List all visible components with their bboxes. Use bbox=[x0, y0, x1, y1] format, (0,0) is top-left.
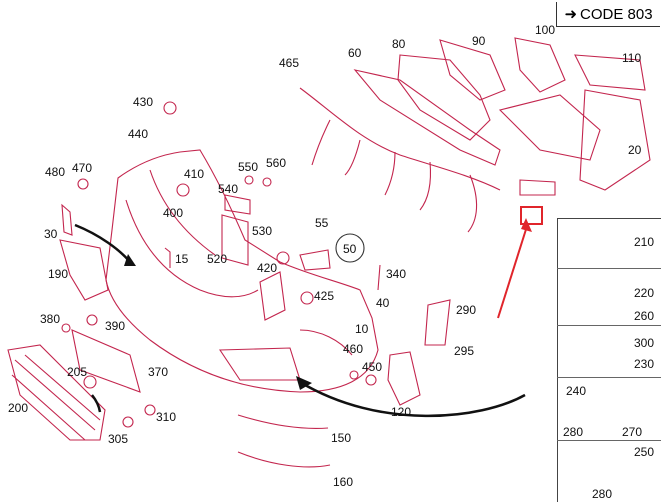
code-label-box: ➜ CODE 803 bbox=[556, 2, 660, 27]
part-label-150[interactable]: 150 bbox=[331, 431, 352, 445]
panel-divider bbox=[557, 268, 661, 269]
part-label-270[interactable]: 270 bbox=[622, 425, 643, 439]
part-label-15[interactable]: 15 bbox=[175, 252, 189, 266]
part-label-120[interactable]: 120 bbox=[391, 405, 412, 419]
pointer-line-30 bbox=[74, 223, 131, 263]
part-label-55[interactable]: 55 bbox=[315, 216, 329, 230]
part-label-290[interactable]: 290 bbox=[456, 303, 477, 317]
part-label-460[interactable]: 460 bbox=[343, 342, 364, 356]
part-label-480[interactable]: 480 bbox=[45, 165, 66, 179]
part-label-520[interactable]: 520 bbox=[207, 252, 228, 266]
part-label-80[interactable]: 80 bbox=[392, 37, 406, 51]
part-label-420[interactable]: 420 bbox=[257, 261, 278, 275]
part-label-440[interactable]: 440 bbox=[128, 127, 149, 141]
part-label-220[interactable]: 220 bbox=[634, 286, 655, 300]
part-label-90[interactable]: 90 bbox=[472, 34, 486, 48]
part-label-60[interactable]: 60 bbox=[348, 46, 362, 60]
part-label-390[interactable]: 390 bbox=[105, 319, 126, 333]
part-label-425[interactable]: 425 bbox=[314, 289, 335, 303]
pointer-line-arrow-120 bbox=[299, 380, 526, 418]
part-label-190[interactable]: 190 bbox=[48, 267, 69, 281]
part-label-300[interactable]: 300 bbox=[634, 336, 655, 350]
part-label-50[interactable]: 50 bbox=[343, 242, 357, 256]
part-label-200[interactable]: 200 bbox=[8, 401, 29, 415]
part-label-465[interactable]: 465 bbox=[279, 56, 300, 70]
part-label-250[interactable]: 250 bbox=[634, 445, 655, 459]
part-label-230[interactable]: 230 bbox=[634, 357, 655, 371]
part-label-280b[interactable]: 280 bbox=[592, 487, 613, 501]
impact-absorber bbox=[353, 69, 501, 166]
part-label-280a[interactable]: 280 bbox=[563, 425, 584, 439]
part-label-240[interactable]: 240 bbox=[566, 384, 587, 398]
part-label-530[interactable]: 530 bbox=[252, 224, 273, 238]
trim-strip-150 bbox=[237, 414, 329, 429]
part-label-470[interactable]: 470 bbox=[72, 161, 93, 175]
part-label-410[interactable]: 410 bbox=[184, 167, 205, 181]
part-label-370[interactable]: 370 bbox=[148, 365, 169, 379]
part-label-30[interactable]: 30 bbox=[44, 227, 58, 241]
part-label-40[interactable]: 40 bbox=[376, 296, 390, 310]
part-label-310[interactable]: 310 bbox=[156, 410, 177, 424]
highlight-box bbox=[520, 206, 543, 225]
part-label-100[interactable]: 100 bbox=[535, 23, 556, 37]
part-label-210[interactable]: 210 bbox=[634, 235, 655, 249]
bumper-cover bbox=[105, 149, 379, 393]
panel-divider bbox=[557, 377, 661, 378]
arrow-right-icon: ➜ bbox=[564, 6, 578, 23]
part-label-20[interactable]: 20 bbox=[628, 143, 642, 157]
part-label-430[interactable]: 430 bbox=[133, 95, 154, 109]
part-label-400[interactable]: 400 bbox=[163, 206, 184, 220]
part-label-550[interactable]: 550 bbox=[238, 160, 259, 174]
bumper-carrier bbox=[397, 54, 491, 141]
part-label-260[interactable]: 260 bbox=[634, 309, 655, 323]
code-label: CODE 803 bbox=[580, 5, 653, 23]
part-label-205[interactable]: 205 bbox=[67, 365, 88, 379]
part-label-110[interactable]: 110 bbox=[622, 51, 642, 65]
part-label-160[interactable]: 160 bbox=[333, 475, 354, 489]
part-label-560[interactable]: 560 bbox=[266, 156, 287, 170]
wiring-harness bbox=[299, 87, 501, 191]
part-label-380[interactable]: 380 bbox=[40, 312, 61, 326]
side-panel bbox=[557, 218, 661, 502]
part-label-540[interactable]: 540 bbox=[218, 182, 239, 196]
trim-strip-160 bbox=[237, 451, 331, 468]
part-label-305[interactable]: 305 bbox=[108, 432, 129, 446]
lower-grille bbox=[7, 344, 106, 441]
part-label-10[interactable]: 10 bbox=[355, 322, 369, 336]
part-label-295[interactable]: 295 bbox=[454, 344, 475, 358]
part-label-450[interactable]: 450 bbox=[362, 360, 383, 374]
part-label-340[interactable]: 340 bbox=[386, 267, 407, 281]
panel-divider bbox=[557, 440, 661, 441]
panel-divider bbox=[557, 325, 661, 326]
